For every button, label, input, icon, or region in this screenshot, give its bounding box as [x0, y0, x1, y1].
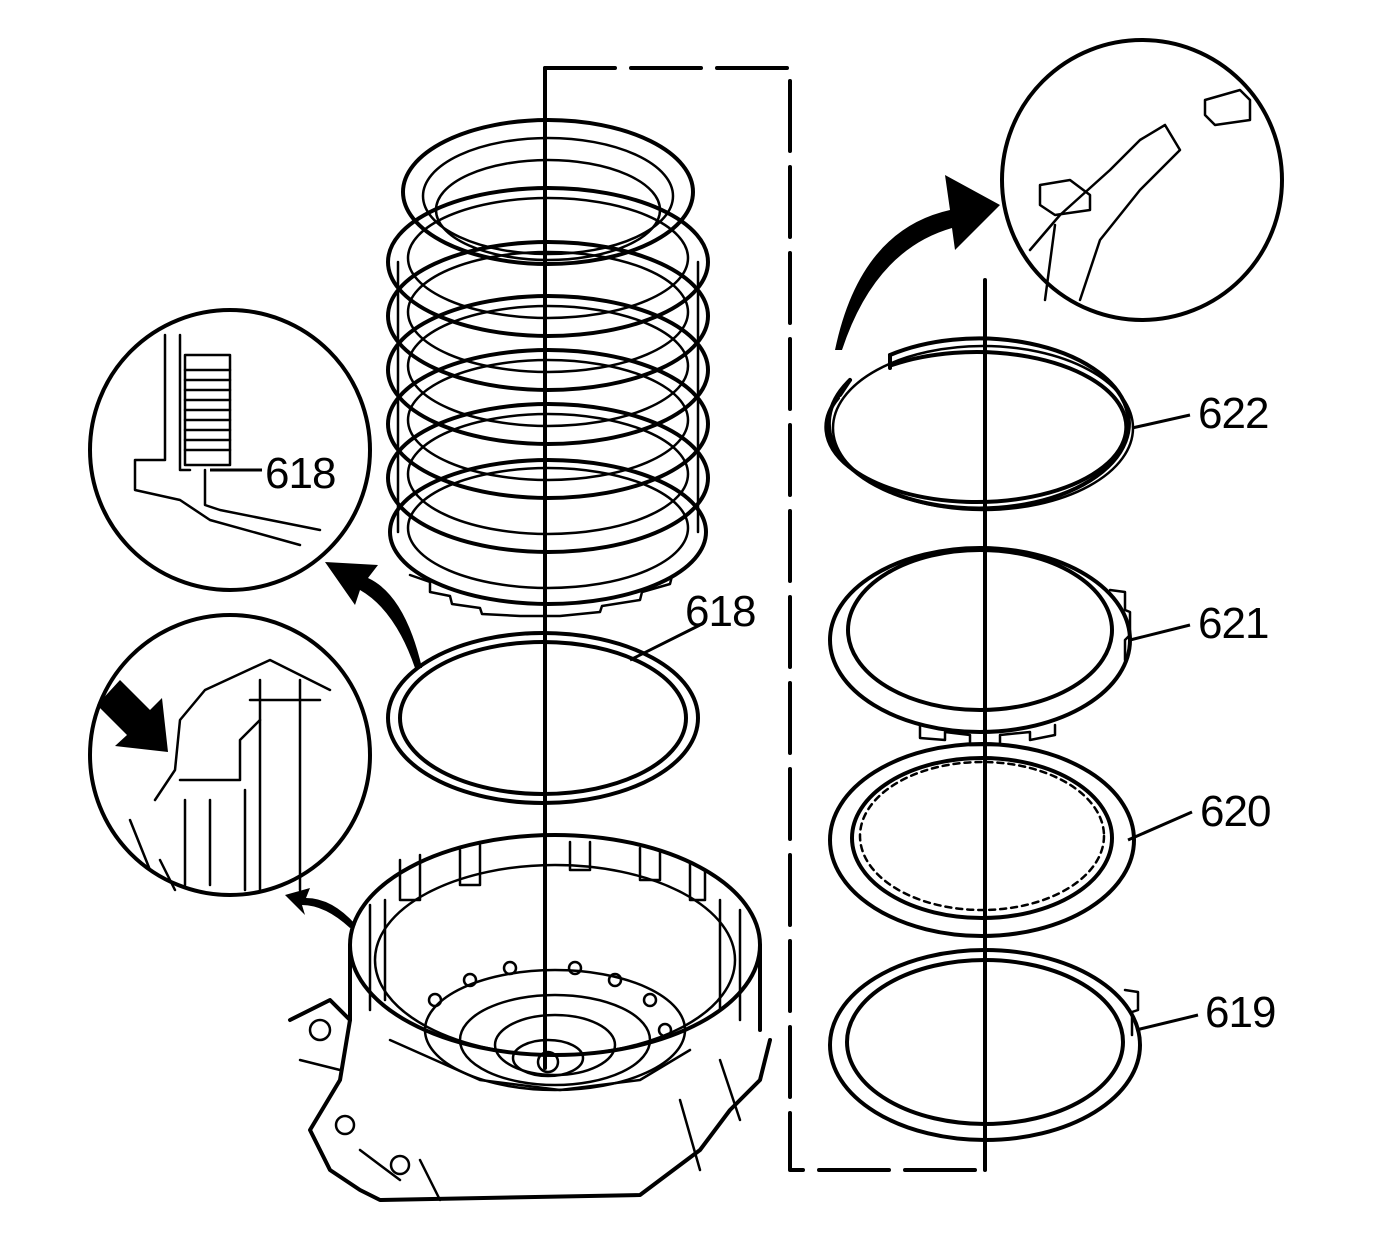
- callout-label-620: 620: [1200, 787, 1270, 836]
- detail-circle-gap: [1000, 38, 1284, 322]
- curved-arrow-icon: [325, 562, 422, 668]
- leader-line: [1129, 623, 1191, 642]
- callout-label-619: 619: [1205, 988, 1275, 1037]
- leader-line: [1127, 810, 1193, 842]
- ring-620: [828, 742, 1136, 938]
- ring-621: [828, 546, 1132, 747]
- callout-label-618: 618: [685, 587, 755, 636]
- callout-label-621: 621: [1198, 599, 1268, 648]
- leader-line: [1135, 1013, 1199, 1032]
- leader-line: [629, 623, 701, 662]
- curved-arrow-icon: [285, 888, 356, 928]
- clutch-plate-stack: [386, 118, 710, 618]
- transmission-housing: [288, 833, 772, 1202]
- callout-label-618-detail: 618: [265, 449, 335, 498]
- leader-line: [1131, 413, 1191, 430]
- callout-label-622: 622: [1198, 389, 1268, 438]
- pointer-arrow-icon: [97, 680, 168, 752]
- curved-arrow-icon: [835, 175, 1000, 350]
- detail-circle-618: [88, 308, 372, 592]
- detail-circle-lug: [88, 613, 372, 897]
- ring-622: [824, 336, 1135, 512]
- ring-619: [828, 948, 1142, 1142]
- dashed-bracket: [543, 66, 987, 1172]
